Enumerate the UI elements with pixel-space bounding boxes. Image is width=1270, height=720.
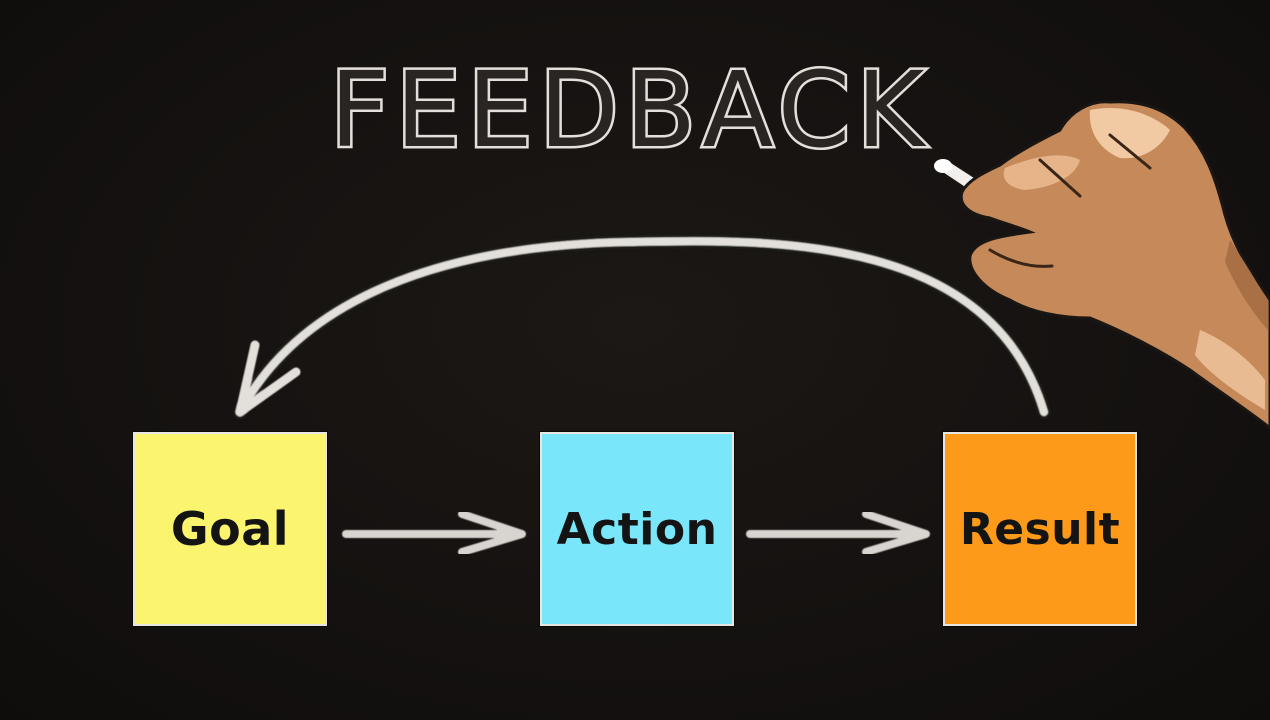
goal-to-action-arrow	[342, 510, 526, 556]
hand-illustration	[934, 100, 1270, 430]
result-note: Result	[943, 432, 1137, 626]
feedback-loop-arrow	[233, 234, 1051, 419]
action-note: Action	[540, 432, 734, 626]
goal-label: Goal	[170, 502, 290, 556]
goal-note: Goal	[133, 432, 327, 626]
action-label: Action	[556, 503, 718, 555]
diagram-title: FEEDBACK	[327, 49, 931, 171]
action-to-result-arrow	[746, 510, 930, 556]
result-label: Result	[959, 503, 1121, 555]
